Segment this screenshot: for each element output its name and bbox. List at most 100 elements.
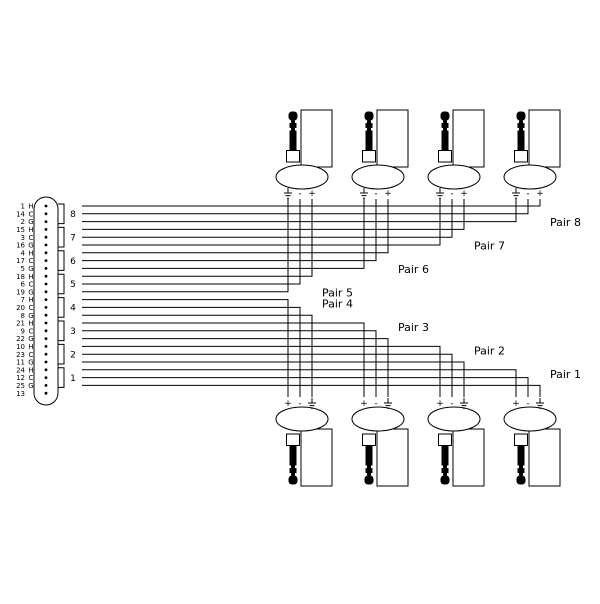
jack-body bbox=[300, 428, 333, 487]
plug-ring bbox=[441, 123, 449, 128]
pin-number: 5 bbox=[21, 265, 25, 273]
ground-icon bbox=[360, 188, 368, 199]
plug-sleeve bbox=[289, 130, 297, 151]
pin-signal: C bbox=[29, 281, 34, 289]
pin-signal: G bbox=[28, 218, 33, 226]
jack-body bbox=[452, 109, 485, 168]
ground-icon bbox=[284, 188, 292, 199]
plug-tip bbox=[516, 111, 526, 121]
pin-number: 4 bbox=[21, 249, 26, 257]
pair-label: Pair 7 bbox=[474, 240, 505, 253]
pin-dot bbox=[44, 228, 48, 231]
jack-cap bbox=[275, 406, 329, 432]
pin-number: 7 bbox=[21, 296, 25, 304]
wire-gnd bbox=[82, 199, 441, 246]
ground-icon bbox=[460, 398, 468, 409]
pin-signal: H bbox=[28, 320, 33, 328]
wire-minus bbox=[82, 377, 529, 397]
pin-signal: C bbox=[29, 327, 34, 335]
pin-number: 22 bbox=[16, 335, 25, 343]
jack-body bbox=[452, 428, 485, 487]
plug-gap bbox=[443, 465, 447, 468]
pair-label: Pair 5 bbox=[322, 286, 353, 299]
terminal-label-plus: + bbox=[384, 189, 392, 199]
pin-signal: G bbox=[28, 242, 33, 250]
wire-minus bbox=[82, 306, 301, 397]
trs-jack-4: +- bbox=[275, 398, 333, 487]
jack-body bbox=[300, 109, 333, 168]
plug-tip bbox=[364, 111, 374, 121]
plug-gap bbox=[291, 128, 295, 131]
pin-signal: H bbox=[28, 273, 33, 281]
terminal-label-plus: + bbox=[512, 399, 520, 409]
pin-signal: H bbox=[28, 226, 33, 234]
pin-dot bbox=[44, 360, 48, 364]
pin-number: 15 bbox=[16, 226, 25, 234]
pair-label: Pair 4 bbox=[322, 298, 353, 311]
pin-dot bbox=[44, 204, 48, 208]
jack-cap bbox=[351, 164, 405, 190]
wire-plus bbox=[82, 199, 389, 254]
jack-cap bbox=[427, 164, 481, 190]
pin-number: 2 bbox=[21, 218, 25, 226]
wire-minus bbox=[82, 199, 301, 285]
wire-gnd bbox=[82, 199, 365, 269]
jack-cap bbox=[503, 406, 557, 432]
pin-dot bbox=[44, 337, 48, 340]
pair-label: Pair 2 bbox=[474, 344, 505, 357]
pin-dot bbox=[44, 298, 48, 301]
plug-ring bbox=[289, 468, 297, 473]
pair-label: Pair 3 bbox=[398, 321, 429, 334]
pin-signal: G bbox=[28, 288, 33, 296]
plug-collar bbox=[514, 433, 528, 446]
terminal-label-minus: - bbox=[450, 189, 453, 199]
pin-number: 17 bbox=[16, 257, 25, 265]
wire-minus bbox=[82, 330, 377, 397]
terminal-label-minus: - bbox=[298, 399, 301, 409]
pin-signal: G bbox=[28, 265, 33, 273]
pair-label: Pair 6 bbox=[398, 263, 429, 276]
ground-icon bbox=[536, 398, 544, 409]
plug-collar bbox=[362, 150, 376, 163]
plug-tip bbox=[516, 475, 526, 485]
pin-dot bbox=[44, 306, 48, 309]
wire-minus bbox=[82, 199, 377, 262]
trs-jack-8: -+ bbox=[503, 109, 561, 199]
jack-body bbox=[376, 109, 409, 168]
terminal-label-plus: + bbox=[436, 399, 444, 409]
pin-dot bbox=[44, 220, 48, 224]
pin-signal: C bbox=[29, 210, 34, 218]
plug-collar bbox=[362, 433, 376, 446]
jack-cap bbox=[503, 164, 557, 190]
pin-dot bbox=[44, 267, 48, 270]
pin-dot bbox=[44, 376, 48, 379]
plug-ring bbox=[441, 468, 449, 473]
channel-number: 2 bbox=[70, 350, 76, 360]
wire-plus bbox=[82, 199, 313, 277]
pin-number: 21 bbox=[16, 320, 25, 328]
jack-cap bbox=[427, 406, 481, 432]
wire-gnd bbox=[82, 384, 541, 397]
group-bracket bbox=[58, 226, 65, 248]
pin-dot bbox=[44, 259, 48, 262]
plug-tip bbox=[288, 111, 298, 121]
trs-jack-5: -+ bbox=[275, 109, 333, 199]
channel-number: 8 bbox=[70, 210, 76, 220]
pin-dot bbox=[44, 345, 48, 348]
terminal-label-minus: - bbox=[526, 189, 529, 199]
pin-signal: H bbox=[28, 343, 33, 351]
group-bracket bbox=[58, 320, 65, 342]
channel-number: 1 bbox=[70, 374, 76, 384]
plug-sleeve bbox=[517, 130, 525, 151]
pin-signal: H bbox=[28, 296, 33, 304]
wire-minus bbox=[82, 199, 529, 215]
pin-dot bbox=[44, 391, 48, 395]
plug-gap bbox=[367, 120, 371, 123]
jack-cap bbox=[351, 406, 405, 432]
terminal-label-minus: - bbox=[374, 399, 377, 409]
plug-ring bbox=[517, 123, 525, 128]
plug-gap bbox=[367, 473, 371, 476]
wire-minus bbox=[82, 353, 453, 397]
